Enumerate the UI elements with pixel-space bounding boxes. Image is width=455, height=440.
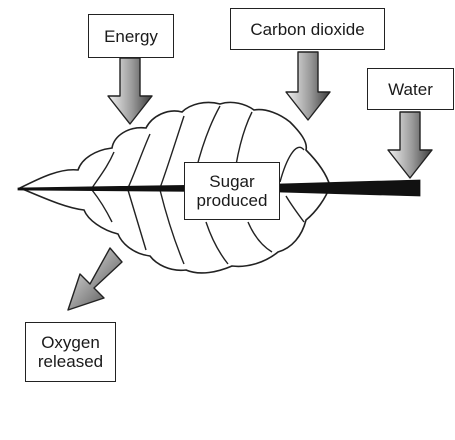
water-label: Water: [367, 68, 454, 110]
energy-arrow: [107, 57, 153, 125]
carbon-dioxide-arrow: [285, 51, 331, 121]
oxygen-arrow: [67, 247, 123, 311]
water-arrow: [387, 111, 433, 179]
oxygen-released-label: Oxygen released: [25, 322, 116, 382]
carbon-dioxide-label: Carbon dioxide: [230, 8, 385, 50]
energy-label: Energy: [88, 14, 174, 58]
sugar-produced-label: Sugar produced: [184, 162, 280, 220]
